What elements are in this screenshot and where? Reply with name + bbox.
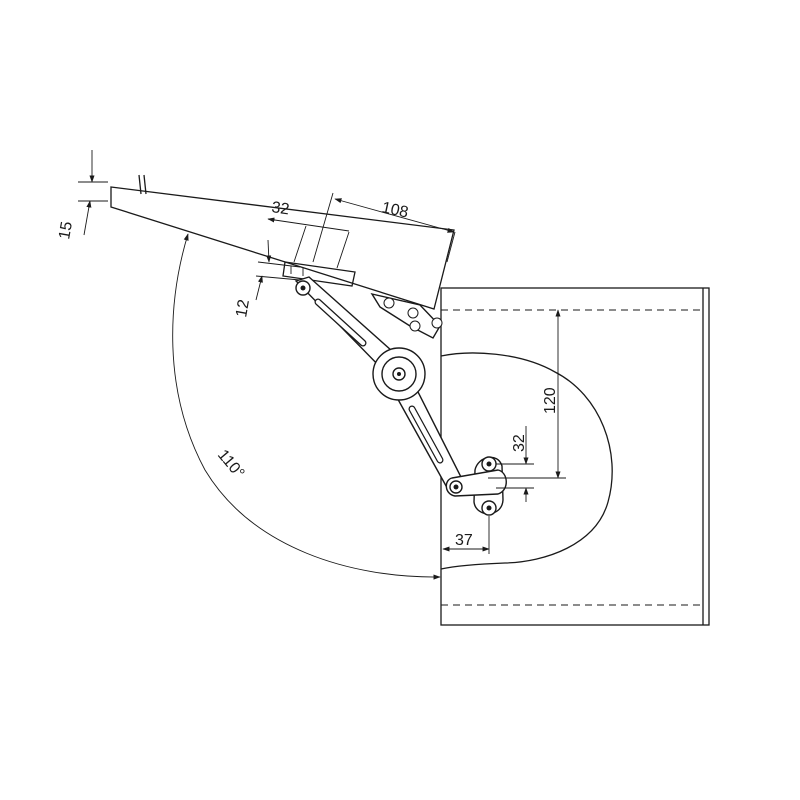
dim-label: 37 (455, 532, 473, 549)
dim-line (267, 217, 350, 232)
dim-bracket-spacing: 32 (496, 426, 534, 502)
angle-arc (172, 233, 441, 580)
dim-arrow (266, 239, 272, 263)
dim-label: 120 (542, 387, 559, 414)
mounting-plate-outline (282, 261, 356, 287)
upper-pivot-b (407, 307, 419, 319)
upper-pivot-d (431, 317, 443, 329)
dim-ext (312, 192, 334, 263)
dim-label: 12 (233, 298, 253, 319)
hub-center-pin (397, 372, 401, 376)
bracket-screw-top-center (486, 461, 492, 467)
clearance-curve (440, 352, 613, 570)
lid-mounting-plate (282, 261, 356, 287)
dim-line (334, 198, 455, 233)
dim-label: 32 (270, 199, 290, 218)
dim-arrow (255, 275, 263, 301)
bracket-pivot-pin (453, 484, 459, 490)
dim-label: 15 (56, 220, 76, 241)
lid-knob-edge-b (143, 174, 147, 195)
dim-ext (336, 231, 350, 269)
dim-mount-width: 32 (267, 199, 350, 269)
dim-arrow (83, 200, 92, 236)
upper-arm-pivot-pin (300, 285, 306, 291)
cabinet-outline (440, 287, 710, 626)
central-hub (372, 347, 426, 401)
upper-pivot-a (383, 297, 395, 309)
dim-mount-offset: 12 (233, 239, 301, 319)
lid-knob-edge-a (138, 174, 142, 195)
lid (110, 174, 455, 310)
dim-ext (293, 225, 307, 263)
dim-label: 108 (380, 199, 410, 221)
dim-label: 32 (511, 434, 528, 452)
dim-side-offset: 37 (442, 516, 490, 554)
dim-label: 110° (214, 447, 248, 482)
dim-ext (446, 231, 456, 263)
cabinet-bracket (445, 456, 507, 516)
dim-lid-thickness: 15 (56, 150, 108, 241)
dim-vertical-height: 120 (488, 309, 566, 479)
bracket-screw-bottom-center (486, 505, 492, 511)
upper-pivot-c (409, 320, 421, 332)
cabinet (440, 287, 710, 626)
